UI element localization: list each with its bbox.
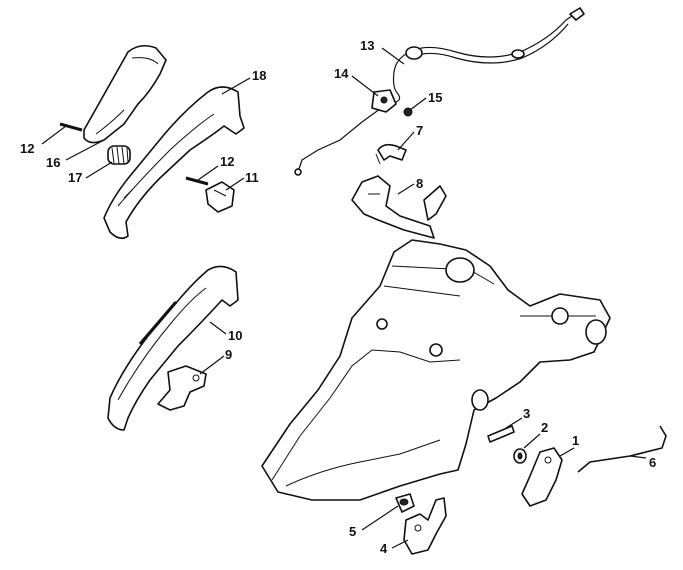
- callout-12-middle: 12: [220, 154, 234, 169]
- leader-lines: [41, 47, 647, 549]
- pin-left: [59, 122, 83, 132]
- trigger-interlock-part: [205, 181, 235, 213]
- callout-14: 14: [334, 66, 349, 81]
- callout-5: 5: [349, 524, 356, 539]
- rear-handle-lower: [107, 265, 239, 431]
- callout-3: 3: [523, 406, 530, 421]
- handle-cover-upper: [83, 44, 167, 144]
- bushing: [395, 493, 415, 513]
- callout-11: 11: [245, 170, 259, 185]
- clip-part: [375, 143, 407, 165]
- callout-13: 13: [360, 38, 374, 53]
- rear-handle-upper: [103, 86, 245, 240]
- main-housing: [261, 239, 611, 501]
- shaft-assembly: [351, 175, 447, 239]
- callout-4: 4: [380, 541, 388, 556]
- callout-1: 1: [572, 433, 579, 448]
- control-rod: [577, 425, 667, 473]
- pin-part: [487, 425, 515, 443]
- callout-12-left: 12: [20, 141, 34, 156]
- trigger-part: [403, 497, 447, 555]
- callout-labels: 1 2 3 4 5 6 7 8 9 10 11 12 12 13 14 15 1…: [20, 38, 656, 556]
- lock-lever: [521, 447, 563, 507]
- callout-2: 2: [541, 420, 548, 435]
- callout-17: 17: [68, 170, 82, 185]
- pin-middle: [185, 176, 209, 186]
- cable-retainer: [371, 89, 397, 113]
- callout-16: 16: [46, 155, 60, 170]
- callout-8: 8: [416, 176, 423, 191]
- callout-6: 6: [649, 455, 656, 470]
- throttle-trigger: [157, 365, 207, 411]
- callout-7: 7: [416, 123, 423, 138]
- washer: [513, 448, 527, 464]
- callout-15: 15: [428, 90, 442, 105]
- spring-part: [107, 145, 131, 165]
- callout-9: 9: [225, 347, 232, 362]
- callout-18: 18: [252, 68, 266, 83]
- callout-10: 10: [228, 328, 242, 343]
